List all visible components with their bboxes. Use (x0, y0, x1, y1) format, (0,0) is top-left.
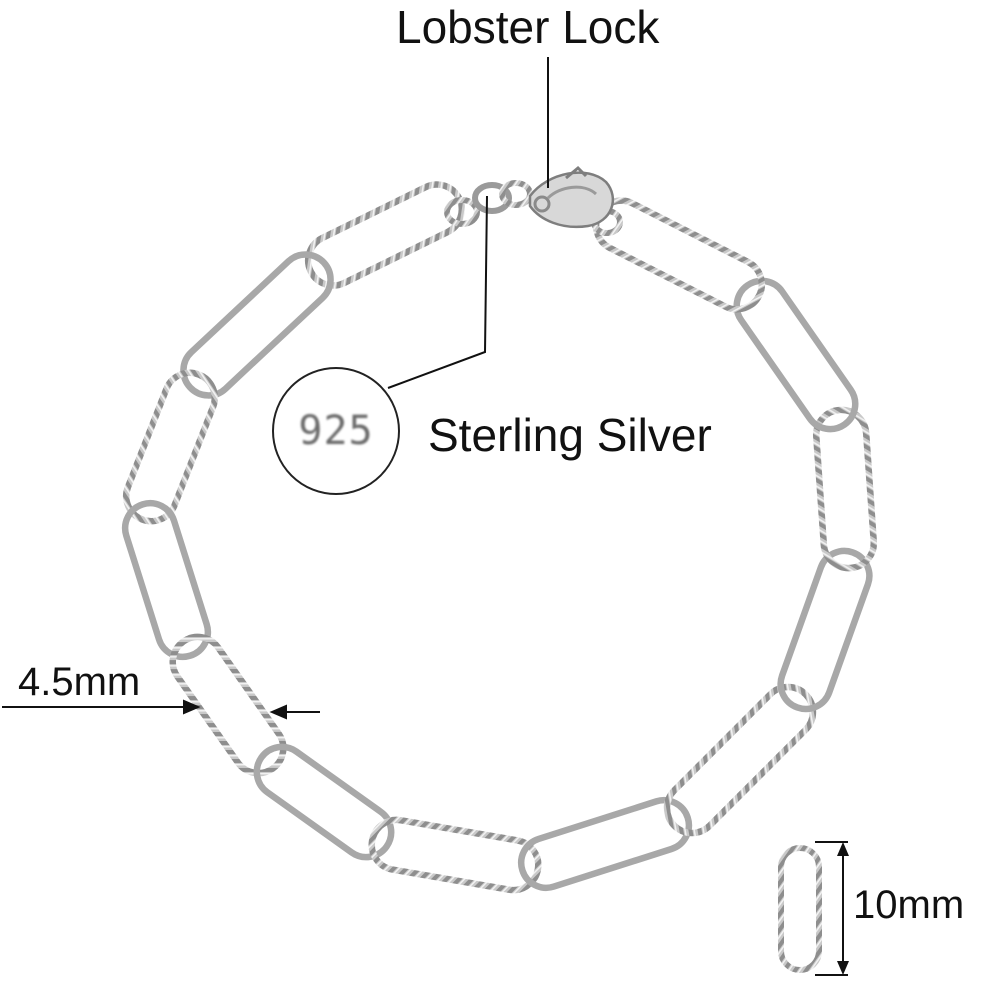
chain-link (733, 277, 859, 433)
chain-link (517, 796, 693, 892)
chain-link (663, 683, 817, 837)
width-dimension (2, 699, 320, 720)
lobster-lock-label: Lobster Lock (396, 1, 660, 53)
single-link-detail (778, 841, 849, 976)
chain-link (812, 406, 878, 572)
stamp-leader (387, 195, 488, 389)
material-label: Sterling Silver (428, 409, 712, 461)
chain-link (368, 816, 542, 894)
arrow-right-icon (183, 699, 201, 715)
stamp-mark: 925 (298, 408, 374, 454)
arrow-left-icon (269, 704, 287, 720)
chain-link (304, 181, 466, 289)
stamp-magnifier: 925 (272, 367, 400, 495)
arrow-down-icon (837, 961, 849, 975)
lobster-clasp (528, 165, 615, 229)
arrow-up-icon (837, 842, 849, 856)
link-width-label: 4.5mm (18, 660, 141, 704)
leader-lines (387, 57, 549, 389)
paperclip-chain (121, 181, 878, 894)
chain-link (122, 369, 219, 525)
link-length-label: 10mm (853, 883, 965, 927)
chain-link (121, 499, 212, 661)
chain-link (253, 743, 395, 861)
chain-link (169, 633, 287, 777)
chain-link (777, 547, 873, 713)
